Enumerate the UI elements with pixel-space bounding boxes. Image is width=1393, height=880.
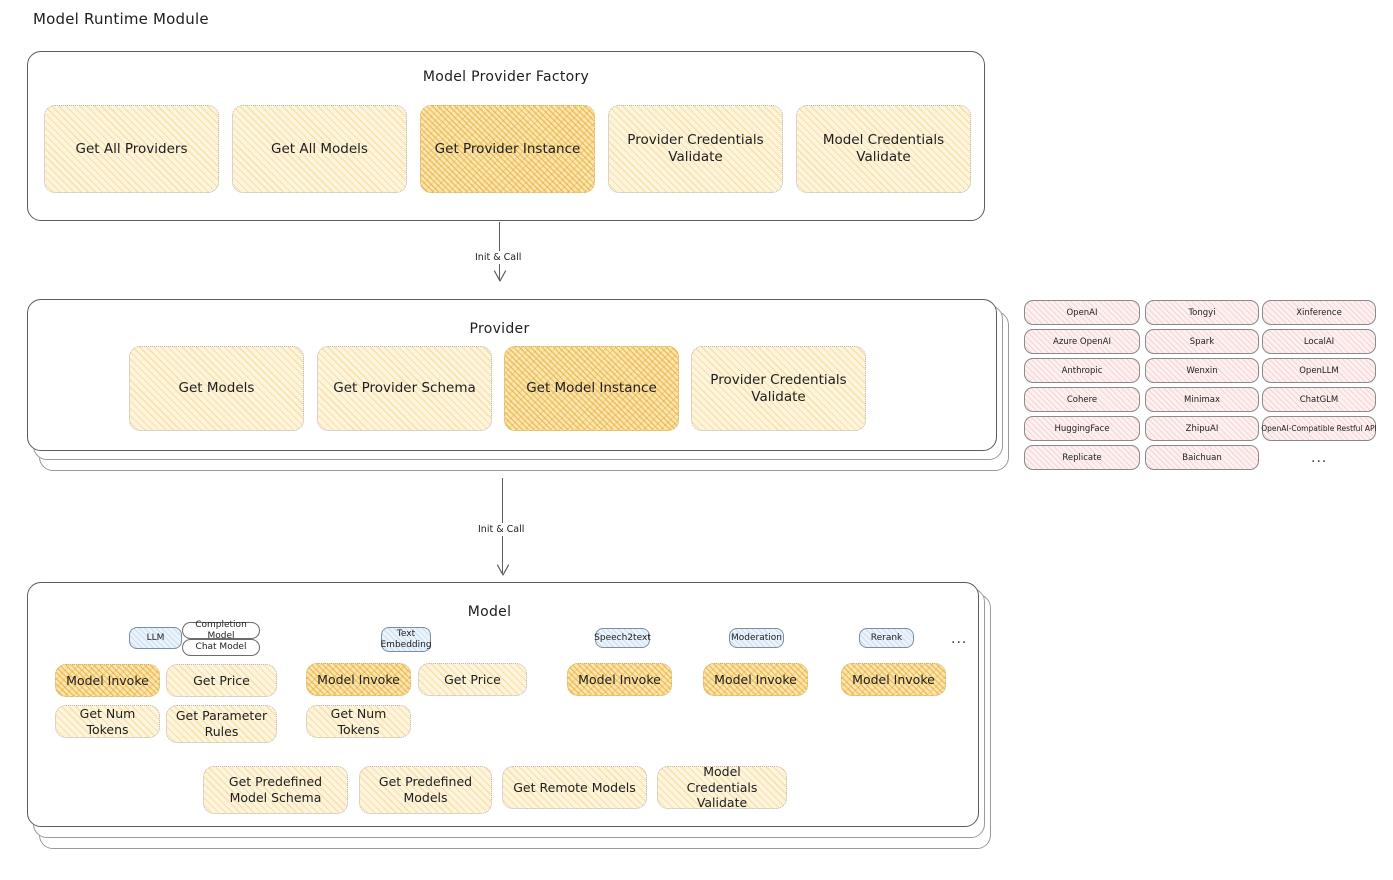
arrow-factory-to-provider-head	[493, 270, 507, 282]
model-type-badge-moderation[interactable]: Moderation	[729, 628, 784, 648]
provider-chip-minimax[interactable]: Minimax	[1145, 387, 1259, 412]
provider-chip-xinference[interactable]: Xinference	[1262, 300, 1376, 325]
model-op-llm-get-num-tokens[interactable]: Get Num Tokens	[55, 705, 160, 738]
factory-node-model-credentials-validate[interactable]: Model Credentials Validate	[796, 105, 971, 193]
model-op-text-embedding-model-invoke[interactable]: Model Invoke	[306, 663, 411, 696]
model-type-badge-llm[interactable]: LLM	[129, 627, 182, 649]
model-op-speech2text-model-invoke[interactable]: Model Invoke	[567, 663, 672, 696]
model-subtype-badge-completion-model[interactable]: Completion Model	[182, 620, 260, 641]
provider-node-provider-credentials-validate[interactable]: Provider Credentials Validate	[691, 346, 866, 431]
model-provider-factory-title: Model Provider Factory	[422, 69, 590, 85]
provider-chip-spark[interactable]: Spark	[1145, 329, 1259, 354]
provider-chip-replicate[interactable]: Replicate	[1024, 445, 1140, 470]
provider-chip-azure-openai[interactable]: Azure OpenAI	[1024, 329, 1140, 354]
factory-node-get-all-providers[interactable]: Get All Providers	[44, 105, 219, 193]
model-op-moderation-model-invoke[interactable]: Model Invoke	[703, 663, 808, 696]
provider-chip-localai[interactable]: LocalAI	[1262, 329, 1376, 354]
page-title: Model Runtime Module	[33, 10, 209, 28]
provider-chip-openllm[interactable]: OpenLLM	[1262, 358, 1376, 383]
model-type-badge-text-embedding[interactable]: Text Embedding	[380, 627, 432, 652]
provider-node-get-model-instance[interactable]: Get Model Instance	[504, 346, 679, 431]
provider-chip-chatglm[interactable]: ChatGLM	[1262, 387, 1376, 412]
provider-chip-openai[interactable]: OpenAI	[1024, 300, 1140, 325]
provider-chip-zhipuai[interactable]: ZhipuAI	[1145, 416, 1259, 441]
arrow-label-init-and-call-2: Init & Call	[474, 523, 529, 536]
provider-chip-openai-compatible-restful-api[interactable]: OpenAI-Compatible Restful API	[1261, 416, 1377, 441]
provider-chip-cohere[interactable]: Cohere	[1024, 387, 1140, 412]
factory-node-get-all-models[interactable]: Get All Models	[232, 105, 407, 193]
model-common-op-get-predefined-model-schema[interactable]: Get Predefined Model Schema	[203, 766, 348, 814]
model-op-llm-model-invoke[interactable]: Model Invoke	[55, 664, 160, 697]
arrow-provider-to-model-head	[496, 564, 510, 576]
model-op-rerank-model-invoke[interactable]: Model Invoke	[841, 663, 946, 696]
model-subtype-badge-chat-model[interactable]: Chat Model	[182, 639, 260, 656]
model-common-op-get-remote-models[interactable]: Get Remote Models	[502, 766, 647, 809]
provider-chip-huggingface[interactable]: HuggingFace	[1024, 416, 1140, 441]
factory-node-provider-credentials-validate[interactable]: Provider Credentials Validate	[608, 105, 783, 193]
model-type-badge-speech2text[interactable]: Speech2text	[594, 628, 651, 648]
model-type-badge-rerank[interactable]: Rerank	[859, 628, 914, 648]
model-title: Model	[467, 604, 512, 620]
model-op-llm-get-price[interactable]: Get Price	[166, 664, 277, 697]
factory-node-get-provider-instance[interactable]: Get Provider Instance	[420, 105, 595, 193]
provider-chip-tongyi[interactable]: Tongyi	[1145, 300, 1259, 325]
model-op-text-embedding-get-price[interactable]: Get Price	[418, 663, 527, 696]
provider-title: Provider	[469, 321, 530, 337]
provider-node-get-models[interactable]: Get Models	[129, 346, 304, 431]
provider-chip-wenxin[interactable]: Wenxin	[1145, 358, 1259, 383]
model-op-text-embedding-get-num-tokens[interactable]: Get Num Tokens	[306, 705, 411, 738]
model-common-op-get-predefined-models[interactable]: Get Predefined Models	[359, 766, 492, 814]
provider-list-more-ellipsis: ...	[1311, 450, 1328, 466]
model-common-op-model-credentials-validate[interactable]: Model Credentials Validate	[657, 764, 787, 810]
model-types-more-ellipsis: ...	[951, 631, 968, 647]
arrow-label-init-and-call-1: Init & Call	[471, 251, 526, 264]
provider-chip-baichuan[interactable]: Baichuan	[1145, 445, 1259, 470]
provider-chip-anthropic[interactable]: Anthropic	[1024, 358, 1140, 383]
provider-node-get-provider-schema[interactable]: Get Provider Schema	[317, 346, 492, 431]
model-op-llm-get-parameter-rules[interactable]: Get Parameter Rules	[166, 705, 277, 743]
